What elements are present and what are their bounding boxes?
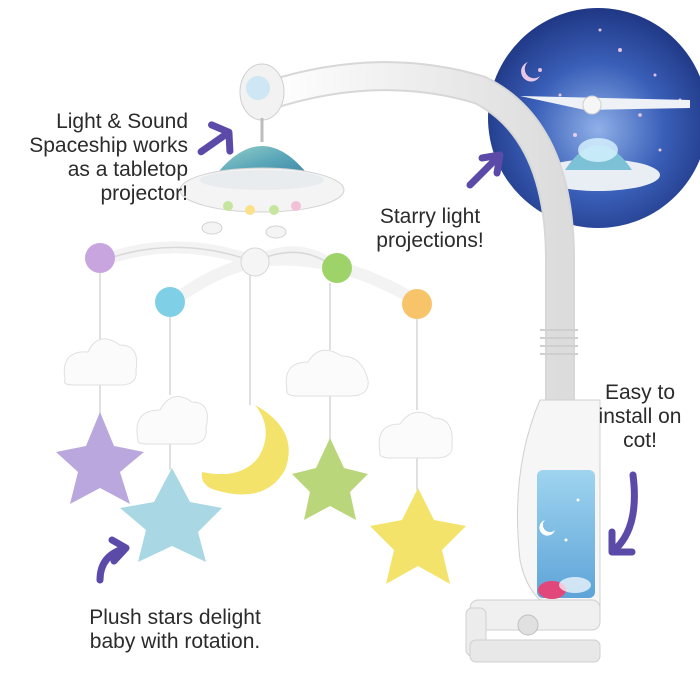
mobile-arm — [239, 61, 601, 663]
yellow-star — [370, 488, 466, 584]
spaceship-projector — [179, 118, 345, 239]
arrow-easy — [608, 471, 638, 556]
callout-easy-install: Easy to install on cot! — [598, 381, 682, 452]
callout-spaceship: Light & Sound Spaceship works as a table… — [29, 110, 188, 205]
night-panel — [537, 470, 595, 598]
green-star — [292, 438, 368, 520]
callout-plush-stars: Plush stars delight baby with rotation. — [89, 606, 261, 653]
plush-clouds — [63, 338, 453, 459]
callout-starry-light: Starry light projections! — [376, 205, 484, 252]
balls — [85, 243, 432, 319]
arrow-spaceship — [197, 121, 234, 156]
blue-star — [120, 468, 222, 562]
arrow-plush — [96, 536, 130, 584]
plush-stars — [56, 412, 466, 584]
callout-arrows — [96, 121, 638, 584]
arrow-starry — [466, 151, 504, 189]
purple-star — [56, 412, 144, 504]
plush-moon — [201, 405, 289, 495]
